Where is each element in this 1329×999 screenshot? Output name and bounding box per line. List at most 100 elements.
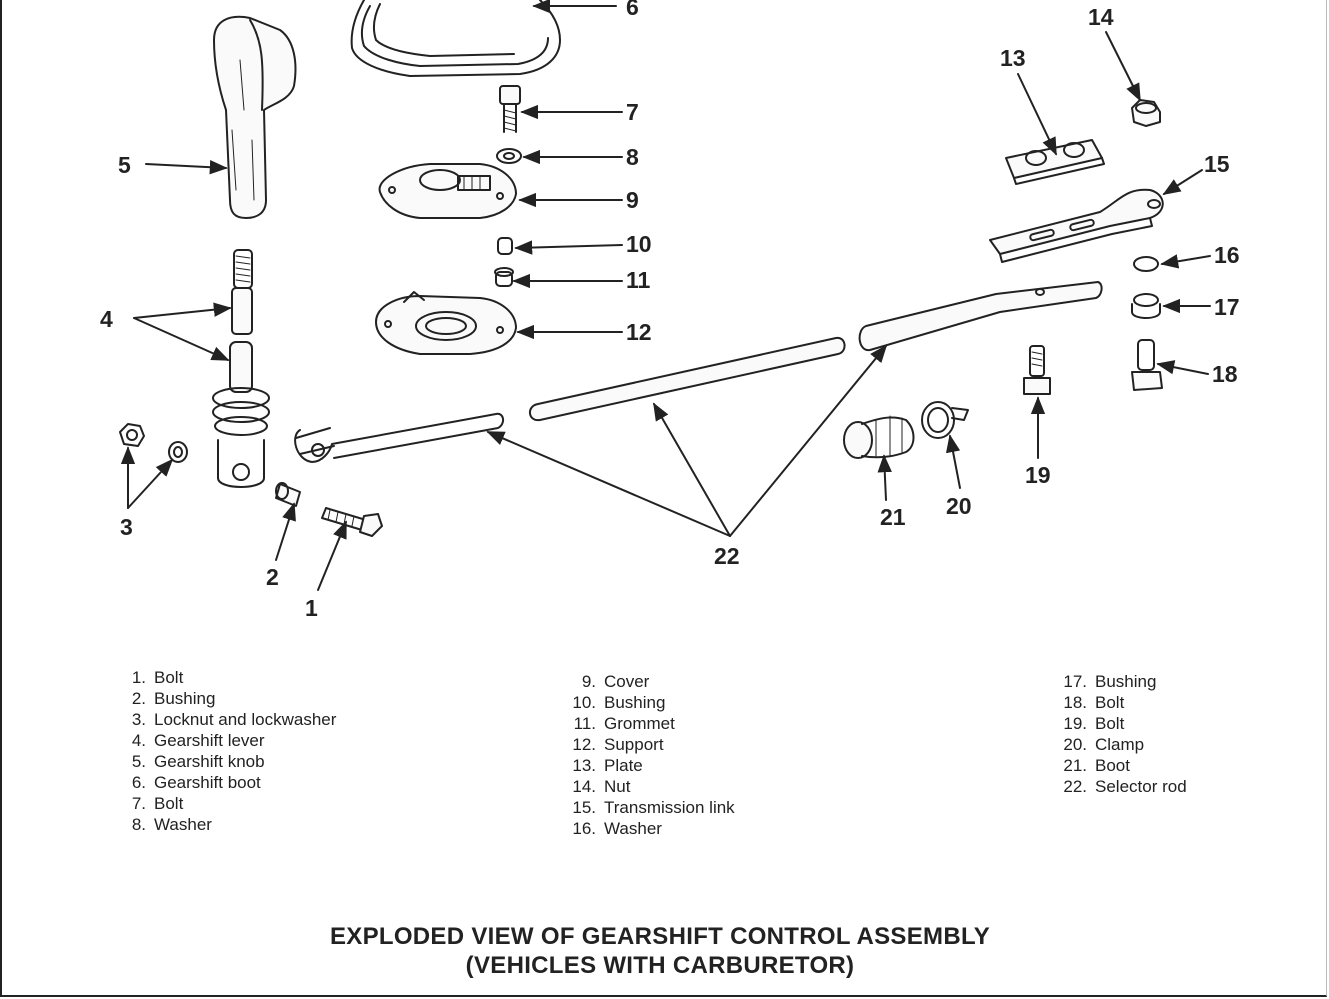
legend-number: 12. bbox=[572, 735, 596, 754]
callout-21: 21 bbox=[880, 504, 906, 530]
legend-label: Bolt bbox=[154, 668, 184, 687]
nut-14-part bbox=[1131, 99, 1161, 127]
caption-line-2: (VEHICLES WITH CARBURETOR) bbox=[465, 952, 855, 979]
legend-label: Bolt bbox=[1095, 714, 1125, 733]
legend-item: 14.Nut bbox=[560, 776, 735, 797]
callout-9: 9 bbox=[626, 187, 639, 213]
callout-3: 3 bbox=[120, 514, 133, 540]
legend-number: 1. bbox=[131, 668, 146, 687]
callout-11: 11 bbox=[626, 267, 651, 293]
legend-label: Bushing bbox=[604, 693, 666, 712]
legend-item: 8. Washer bbox=[118, 814, 336, 835]
bolt-7-part bbox=[499, 85, 521, 133]
legend-number: 3. bbox=[131, 710, 146, 729]
legend-label: Transmission link bbox=[604, 798, 735, 817]
legend-label: Plate bbox=[604, 756, 643, 775]
legend-number: 4. bbox=[131, 731, 146, 750]
legend-number: 21. bbox=[1063, 756, 1087, 775]
boot-21-part bbox=[843, 415, 915, 459]
grommet-part bbox=[494, 267, 514, 287]
callout-8: 8 bbox=[626, 144, 639, 170]
legend-item: 2. Bushing bbox=[118, 688, 336, 709]
legend-number: 20. bbox=[1063, 735, 1087, 754]
callout-6: 6 bbox=[626, 0, 639, 20]
bolt-18-part bbox=[1131, 339, 1163, 391]
legend-number: 6. bbox=[131, 773, 146, 792]
callout-4: 4 bbox=[100, 306, 113, 332]
callout-12: 12 bbox=[626, 319, 652, 345]
legend-item: 4. Gearshift lever bbox=[118, 730, 336, 751]
callout-16: 16 bbox=[1214, 242, 1240, 268]
legend-number: 17. bbox=[1063, 672, 1087, 691]
caption-line-1: EXPLODED VIEW OF GEARSHIFT CONTROL ASSEM… bbox=[329, 923, 991, 950]
legend-label: Washer bbox=[154, 815, 212, 834]
legend-number: 13. bbox=[572, 756, 596, 775]
legend-item: 10. Bushing bbox=[560, 692, 735, 713]
gearshift-lever-part bbox=[212, 249, 270, 488]
bushing-17-part bbox=[1131, 293, 1161, 319]
legend-number: 9. bbox=[581, 672, 596, 691]
legend-column-3: 17. Bushing 18.Bolt 19. Bolt 20. Clamp 21. B… bbox=[1053, 671, 1187, 797]
legend-label: Nut bbox=[604, 777, 631, 796]
figure-caption: EXPLODED VIEW OF GEARSHIFT CONTROL ASSEM… bbox=[200, 922, 1120, 980]
legend-number: 22. bbox=[1063, 777, 1087, 796]
callout-22: 22 bbox=[714, 543, 740, 569]
legend-number: 11. bbox=[573, 714, 596, 733]
legend-item: 9. Cover bbox=[560, 671, 735, 692]
bolt-1-part bbox=[321, 507, 383, 537]
legend-label: Bushing bbox=[154, 689, 216, 708]
callout-7: 7 bbox=[626, 99, 639, 125]
legend-column-2: 9. Cover 10. Bushing 11. Grommet 12. Support… bbox=[560, 671, 735, 839]
legend-label: Bushing bbox=[1095, 672, 1157, 691]
legend-item: 19. Bolt bbox=[1053, 713, 1187, 734]
legend-label: Cover bbox=[604, 672, 650, 691]
legend-number: 2. bbox=[131, 689, 146, 708]
bolt-19-part bbox=[1023, 345, 1051, 395]
legend-label: Grommet bbox=[604, 714, 675, 733]
legend-item: 22. Selector rod bbox=[1053, 776, 1187, 797]
legend-item: 12. Support bbox=[560, 734, 735, 755]
transmission-link-part bbox=[989, 188, 1164, 263]
legend-label: Support bbox=[604, 735, 664, 754]
callout-13: 13 bbox=[1000, 45, 1026, 71]
legend-item: 7. Bolt bbox=[118, 793, 336, 814]
legend-label: Gearshift lever bbox=[154, 731, 265, 750]
gearshift-boot-part bbox=[350, 0, 561, 77]
legend-number: 10. bbox=[572, 693, 596, 712]
legend-number: 16. bbox=[572, 819, 596, 838]
cover-part bbox=[378, 163, 517, 219]
legend-column-1: 1.Bolt 2.Bushing 3.Locknut and lockwashe… bbox=[118, 667, 337, 835]
plate-part bbox=[1005, 139, 1105, 185]
callout-14: 14 bbox=[1088, 4, 1114, 30]
callout-1: 1 bbox=[305, 595, 318, 621]
support-part bbox=[375, 291, 517, 355]
locknut-lockwasher-part bbox=[119, 423, 188, 463]
bushing-2-part bbox=[275, 482, 301, 507]
legend-item: 21. Boot bbox=[1053, 755, 1187, 776]
clamp-part bbox=[921, 401, 969, 439]
legend-label: Clamp bbox=[1095, 735, 1145, 754]
callout-15: 15 bbox=[1204, 151, 1230, 177]
legend-item: 18.Bolt bbox=[1053, 692, 1187, 713]
legend-item: 11. Grommet bbox=[560, 713, 735, 734]
leader-lines bbox=[120, 0, 1211, 591]
legend-number: 19. bbox=[1063, 714, 1087, 733]
legend-label: Selector rod bbox=[1095, 777, 1187, 796]
bushing-10-part bbox=[497, 237, 513, 255]
legend-label: Boot bbox=[1095, 756, 1130, 775]
legend-item: 1. Bolt bbox=[118, 667, 336, 688]
legend-number: 8. bbox=[131, 815, 146, 834]
legend-number: 15. bbox=[572, 798, 596, 817]
legend-number: 5. bbox=[131, 752, 146, 771]
legend-item: 6.Gearshift boot bbox=[118, 772, 336, 793]
callout-18: 18 bbox=[1212, 361, 1238, 387]
legend-label: Bolt bbox=[154, 794, 184, 813]
washer-16-part bbox=[1133, 256, 1159, 272]
legend-item: 5. Gearshift knob bbox=[118, 751, 336, 772]
legend-label: Gearshift knob bbox=[154, 752, 265, 771]
legend-number: 7. bbox=[131, 794, 146, 813]
legend-item: 16. Washer bbox=[560, 818, 735, 839]
legend-label: Washer bbox=[604, 819, 662, 838]
